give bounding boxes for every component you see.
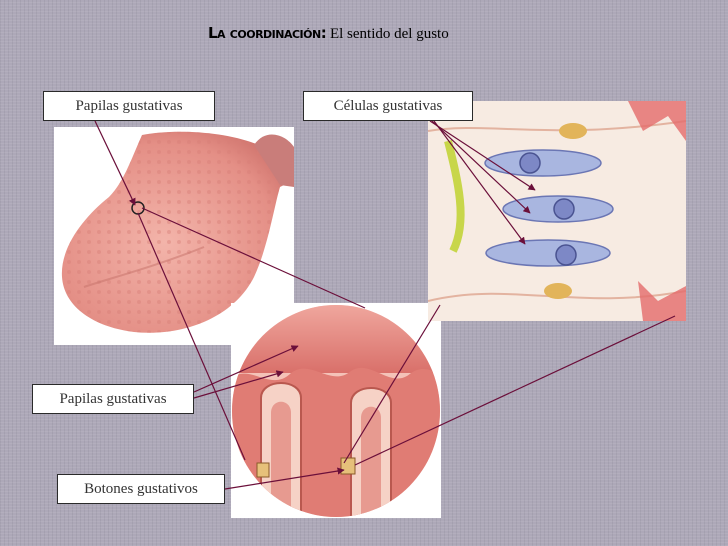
title-subtitle: El sentido del gusto xyxy=(326,26,449,42)
taste-cells-micrograph-icon xyxy=(428,101,686,321)
title-heading: La coordinación: xyxy=(208,24,327,42)
taste-cells-image xyxy=(428,101,686,321)
papillae-image xyxy=(231,303,441,518)
label-botones: Botones gustativos xyxy=(57,474,225,504)
slide-title: La coordinación: El sentido del gusto xyxy=(208,24,449,46)
label-papilas-top: Papilas gustativas xyxy=(43,91,215,121)
label-celulas: Células gustativas xyxy=(303,91,473,121)
label-papilas-left: Papilas gustativas xyxy=(32,384,194,414)
papillae-cross-section-icon xyxy=(232,305,440,517)
